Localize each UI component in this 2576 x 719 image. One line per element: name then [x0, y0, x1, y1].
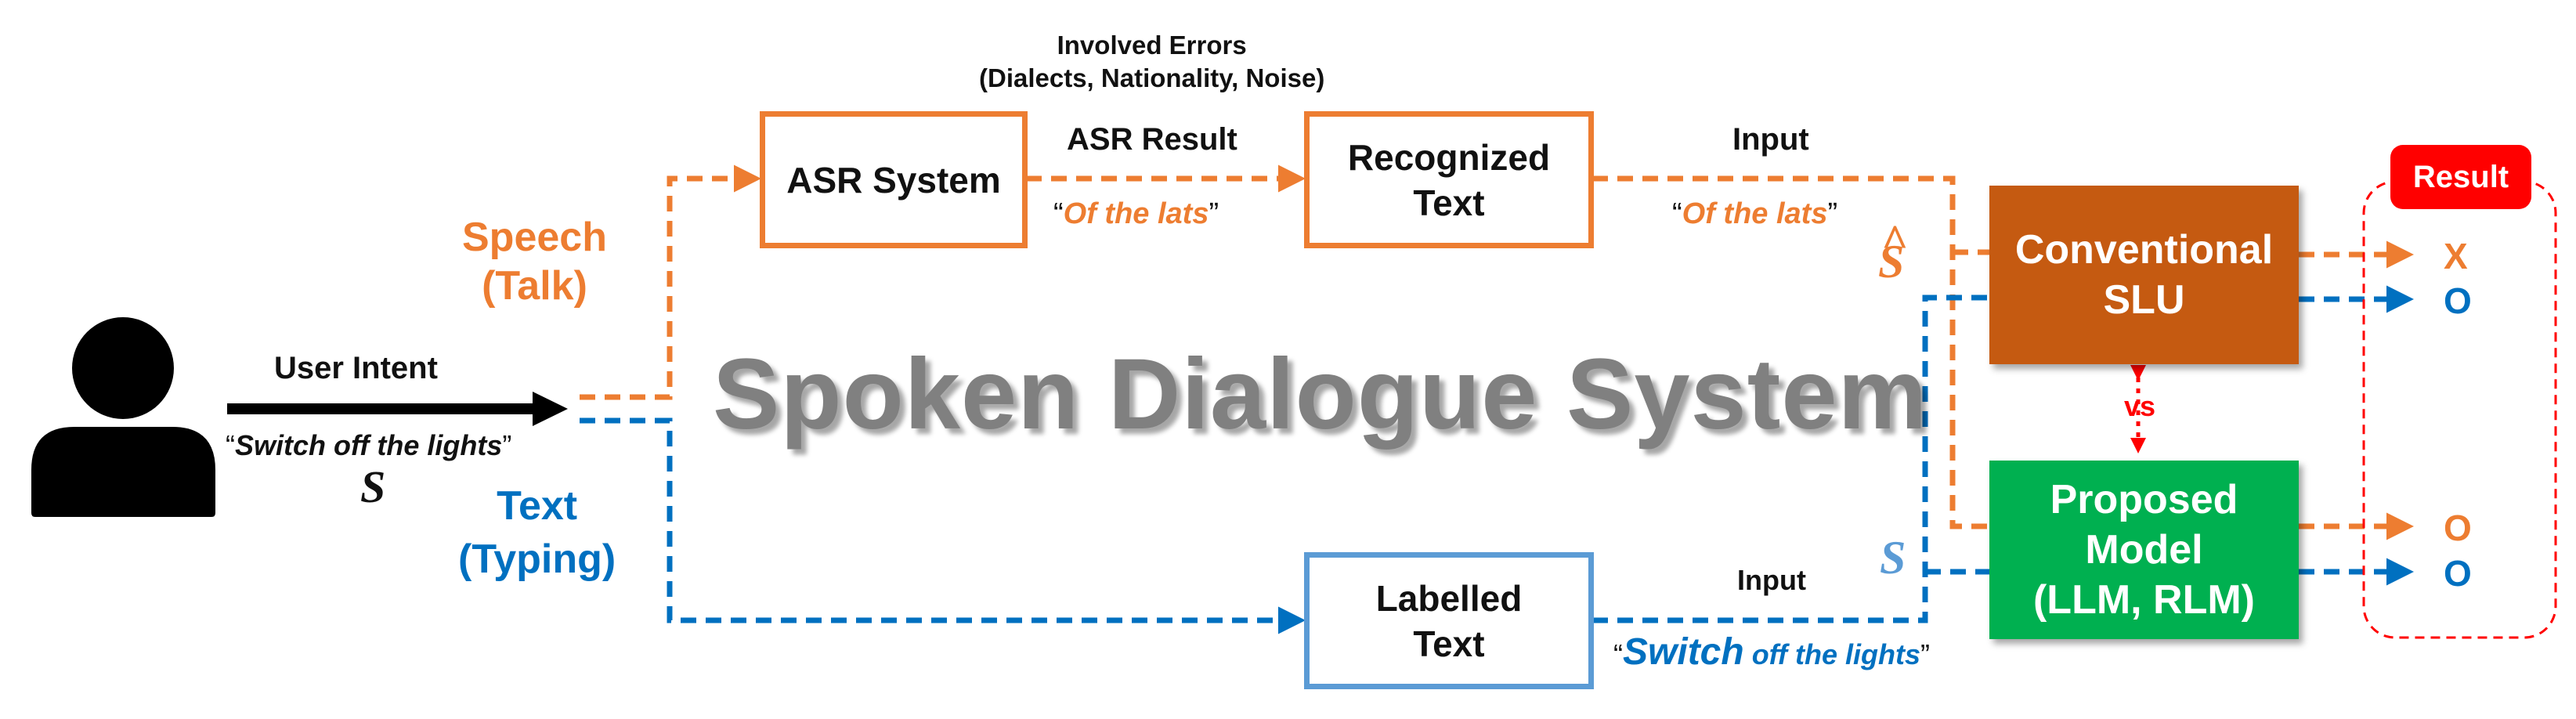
speech-path-to-asr: [580, 164, 761, 400]
conventional-slu-box: Conventional SLU: [1989, 186, 2299, 364]
input-top-label: Input: [1732, 122, 1809, 157]
asr-system-box: ASR System: [760, 111, 1028, 248]
quote-open: “: [1672, 197, 1682, 230]
involved-errors-label: Involved Errors (Dialects, Nationality, …: [979, 31, 1325, 92]
recognized-text-box: Recognized Text: [1304, 111, 1594, 248]
text-path-to-labelled: [580, 417, 1306, 634]
result-conventional-speech: X: [2444, 236, 2468, 276]
speech-label: Speech (Talk): [462, 215, 607, 309]
input-bottom-quote: “Switch off the lights”: [1613, 630, 1930, 674]
asr-result-text: Of the lats: [1063, 197, 1209, 230]
text-label: Text (Typing): [458, 483, 616, 582]
labelled-to-models-path: [1592, 294, 1989, 623]
proposed-model-box: Proposed Model (LLM, RLM): [1989, 461, 2299, 639]
quote-close: ”: [1827, 197, 1838, 230]
vs-label: vs: [2124, 390, 2156, 422]
input-bottom-label: Input: [1737, 564, 1806, 596]
s-hat-caret: ^: [1881, 215, 1909, 267]
asr-result-label: ASR Result: [1067, 122, 1237, 157]
quote-open: “: [226, 429, 235, 461]
s-symbol: S: [1880, 532, 1906, 584]
quote-open: “: [1053, 197, 1064, 230]
input-top-text: Of the lats: [1682, 197, 1828, 230]
labelled-text-box: Labelled Text: [1304, 552, 1594, 689]
result-proposed-text: O: [2444, 553, 2472, 594]
user-intent-symbol: S: [360, 461, 386, 512]
user-intent-arrow: [227, 392, 568, 426]
user-icon: [31, 317, 215, 517]
input-bottom-first-word: Switch: [1623, 631, 1744, 673]
quote-close: ”: [502, 429, 512, 461]
quote-close: ”: [1920, 638, 1931, 670]
quote-close: ”: [1209, 197, 1219, 230]
s-hat-symbol: ^S: [1878, 215, 1909, 289]
input-top-quote: “Of the lats”: [1672, 197, 1837, 231]
user-intent-label: User Intent: [274, 351, 438, 385]
input-bottom-rest: off the lights: [1743, 638, 1921, 670]
result-proposed-speech: O: [2444, 508, 2472, 548]
asr-result-quote: “Of the lats”: [1053, 197, 1219, 231]
result-conventional-text: O: [2444, 280, 2472, 321]
diagram-title: Spoken Dialogue System: [713, 338, 1928, 450]
user-intent-text: Switch off the lights: [235, 429, 503, 461]
result-badge: Result: [2390, 145, 2531, 209]
s-hat-letter: S: [1878, 236, 1905, 287]
user-intent-quote: “Switch off the lights”: [226, 429, 511, 462]
recognized-to-models-path: [1592, 175, 1989, 529]
quote-open: “: [1613, 638, 1623, 670]
